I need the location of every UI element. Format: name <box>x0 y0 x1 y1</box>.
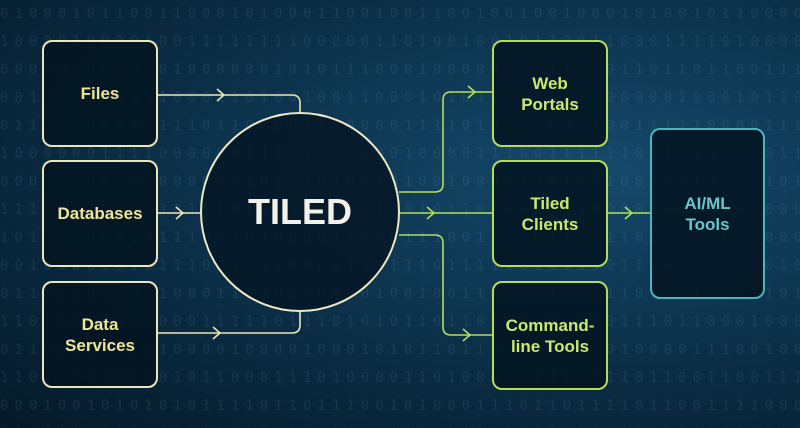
node-label: Command-line Tools <box>505 315 595 356</box>
input-node-databases: Databases <box>42 160 158 267</box>
hub-label: TILED <box>248 191 352 232</box>
edge-tiled-webportals <box>399 91 493 193</box>
output-node-tiled-clients: Tiled Clients <box>492 160 608 267</box>
node-label: Databases <box>57 204 143 223</box>
arrow-icon <box>426 206 436 220</box>
edge-tiled-commandline <box>399 234 493 336</box>
arrow-icon <box>467 85 477 99</box>
arrow-icon <box>462 328 472 342</box>
edge-dataservices-tiled <box>157 311 301 334</box>
edge-files-tiled <box>157 94 301 113</box>
input-node-files: Files <box>42 40 158 147</box>
arrow-icon <box>624 206 634 220</box>
node-label: Data Services <box>65 314 135 355</box>
hub-node-tiled: TILED <box>200 112 400 312</box>
node-label: Tiled Clients <box>521 193 579 234</box>
output-node-web-portals: Web Portals <box>492 40 608 147</box>
arrow-icon <box>175 206 185 220</box>
arrow-icon <box>212 326 222 340</box>
node-label: Web Portals <box>521 73 579 114</box>
arrow-icon <box>216 88 226 102</box>
output-node-command-line-tools: Command-line Tools <box>492 281 608 390</box>
input-node-data-services: Data Services <box>42 281 158 388</box>
node-ai-ml-tools: AI/ML Tools <box>650 128 765 299</box>
node-label: Files <box>80 84 120 103</box>
node-label: AI/ML Tools <box>684 193 731 234</box>
